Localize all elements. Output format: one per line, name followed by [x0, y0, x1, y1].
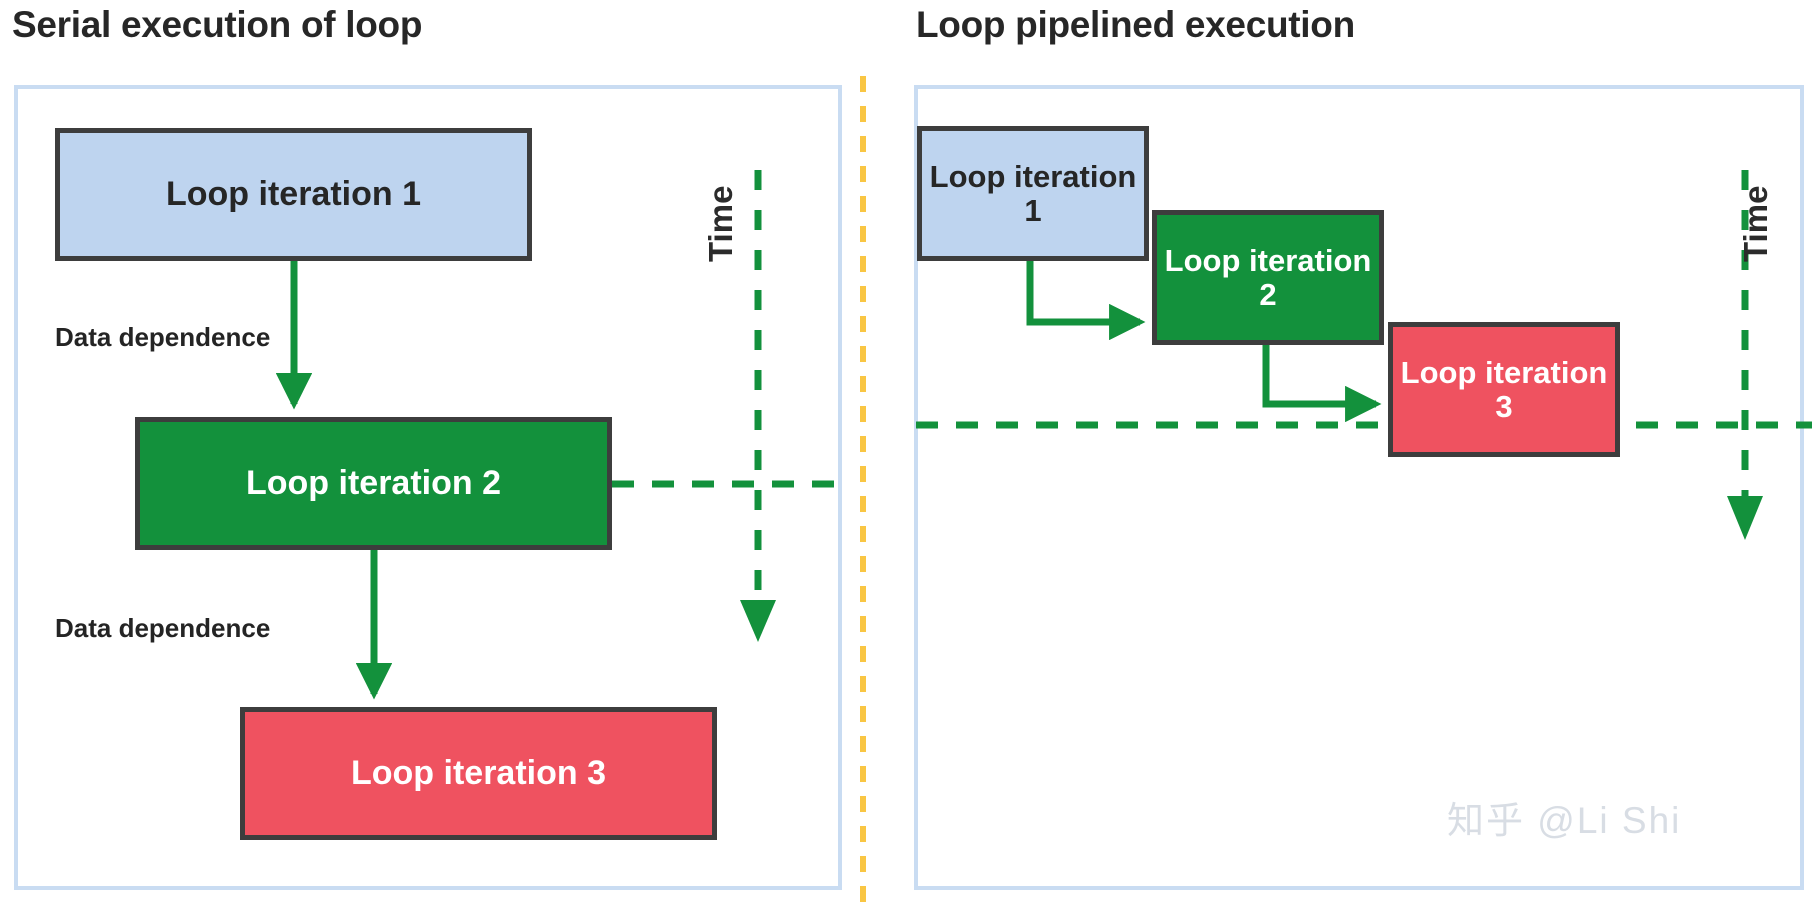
left-time-axis-label: Time [702, 185, 739, 262]
right-time-axis-label: Time [1737, 185, 1774, 262]
right-loop-iteration-3-box[interactable]: Loop iteration 3 [1388, 322, 1620, 457]
left-loop-iteration-3-box[interactable]: Loop iteration 3 [240, 707, 717, 840]
data-dependence-label-2: Data dependence [55, 613, 271, 643]
panel-divider-dashed-line [860, 76, 866, 902]
left-loop-iteration-2-box[interactable]: Loop iteration 2 [135, 417, 612, 550]
left-panel-title: Serial execution of loop [12, 4, 423, 45]
right-panel-title: Loop pipelined execution [916, 4, 1355, 45]
right-loop-iteration-1-box[interactable]: Loop iteration 1 [917, 126, 1149, 261]
right-loop-iteration-2-box[interactable]: Loop iteration 2 [1152, 210, 1384, 345]
left-loop-iteration-1-box[interactable]: Loop iteration 1 [55, 128, 532, 261]
watermark-label: 知乎 @Li Shi [1447, 800, 1682, 841]
data-dependence-label-1: Data dependence [55, 322, 271, 352]
